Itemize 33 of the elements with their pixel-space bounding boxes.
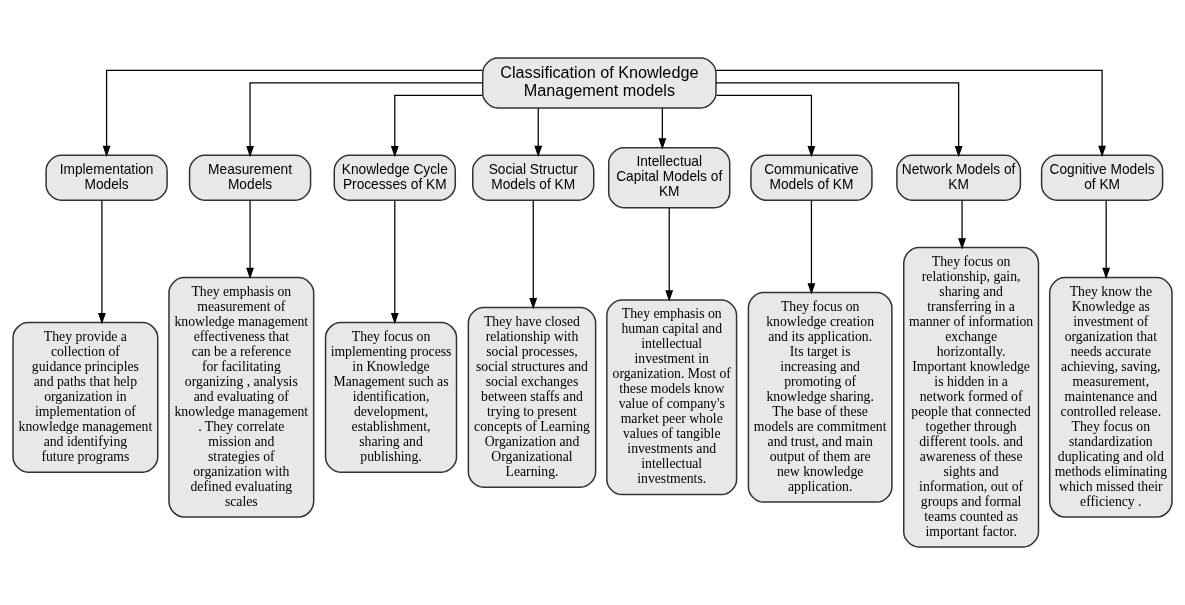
node-box: They focus on relationship, gain, sharing and transferring in a manner of information exchange horizontally. Important knowledge is hidden in a network formed of people that connected together through different tools. and awareness of these sights and information, out of groups and formal teams counted as important factor.: [903, 246, 1040, 548]
arrow: [1102, 199, 1111, 279]
node-box: Network Models of KM: [896, 154, 1022, 201]
node-box: Classification of Knowledge Management models: [481, 57, 717, 109]
node-box: They focus on knowledge creation and its application. Its target is increasing and promoting of knowledge sharing. The base of these models are commitment and trust, and main output of them are new knowledge application.: [747, 291, 893, 503]
arrow: [665, 207, 674, 302]
node-box: Social Structur Models of KM: [472, 154, 595, 201]
arrow: [102, 69, 484, 157]
arrow: [246, 82, 484, 158]
arrow: [390, 94, 483, 158]
arrow: [715, 69, 1107, 157]
node-box: They focus on implementing process in Knowledge Management such as identification, development, establishment, sharing and publishing.: [324, 321, 458, 473]
node-box: Intellectual Capital Models of KM: [607, 147, 731, 209]
arrow: [658, 107, 667, 150]
node-box: Cognitive Models of KM: [1040, 154, 1164, 201]
node-box: Communicative Models of KM: [750, 154, 873, 201]
arrow: [246, 199, 254, 279]
node-box: Measurement Models: [188, 154, 312, 201]
arrow: [958, 199, 966, 250]
node-box: They emphasis on human capital and intellectual investment in organization. Most of these models know value of company's market peer whole values of tangible investments and intellectual investments.: [606, 299, 738, 496]
arrow: [390, 199, 399, 325]
node-box: They provide a collection of guidance principles and paths that help organization in implementation of knowledge management and identifying future programs: [12, 321, 159, 473]
arrow: [529, 199, 538, 310]
node-box: Implementation Models: [45, 154, 168, 201]
node-box: They know the Knowledge as investment of organization that needs accurate achieving, saving, measurement, maintenance and controlled release. They focus on standardization duplicating and old methods eliminating which missed their efficiency .: [1048, 276, 1173, 518]
arrow: [534, 107, 543, 158]
arrow: [807, 199, 816, 295]
arrow: [97, 199, 106, 325]
node-box: They emphasis on measurement of knowledge management effectiveness that can be a reference for facilitating organizing , analysis and evaluating of knowledge management . They correlate mission and strategies of organization with defined evaluating scales: [168, 276, 315, 518]
node-box: Knowledge Cycle Processes of KM: [333, 154, 457, 201]
node-box: They have closed relationship with social processes, social structures and social exchanges between staffs and trying to present concepts of Learning Organization and Organizational Learning.: [467, 306, 597, 488]
arrow: [715, 82, 963, 158]
arrow: [715, 94, 816, 158]
